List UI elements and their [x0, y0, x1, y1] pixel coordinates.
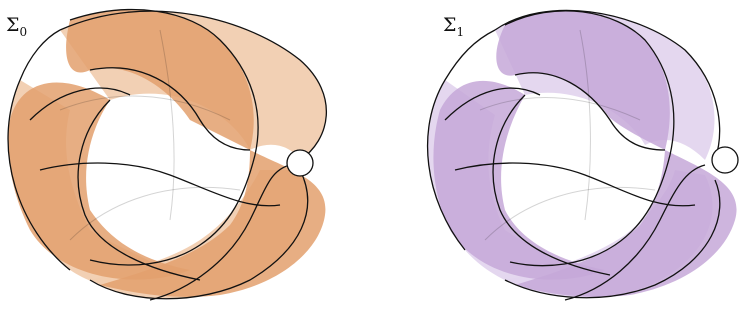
- band-dark: [496, 10, 670, 151]
- band-seam: [59, 95, 231, 121]
- band-dark: [433, 80, 605, 280]
- hole-marker: [711, 146, 739, 174]
- knot-strand: [427, 29, 496, 251]
- surface-label-sigma-1: Σ1: [443, 14, 464, 39]
- surface-panel-sigma-0: Σ0: [0, 0, 370, 320]
- knot-strand: [149, 164, 291, 301]
- knot-strand: [29, 87, 131, 121]
- knot-strand: [77, 99, 201, 281]
- band-dark: [515, 150, 737, 297]
- surface-symbol: Σ: [443, 14, 457, 36]
- band-dark: [100, 150, 326, 297]
- band-dark: [8, 82, 191, 280]
- band-seam: [159, 29, 175, 221]
- knot-strand: [454, 162, 696, 207]
- surface-subscript: 1: [456, 24, 465, 39]
- band-seam: [579, 29, 591, 221]
- surface-symbol: Σ: [6, 14, 20, 36]
- seifert-surface-drawing: [7, 9, 327, 301]
- surface-label-sigma-0: Σ0: [6, 14, 27, 39]
- knot-strand: [492, 94, 611, 276]
- knot-strand: [69, 9, 259, 266]
- knot-strand: [89, 169, 309, 300]
- knot-strand: [564, 164, 706, 301]
- knot-strand: [39, 162, 281, 207]
- seifert-surface-drawing: [427, 9, 739, 301]
- knot-strand: [514, 72, 666, 151]
- hole-marker: [286, 149, 314, 177]
- surface-panel-sigma-1: Σ1: [385, 0, 755, 320]
- band-seam: [69, 187, 241, 241]
- knot-strand: [59, 10, 327, 161]
- knot-strand: [89, 67, 251, 151]
- band-seam: [484, 187, 656, 241]
- knot-strand: [504, 10, 675, 267]
- knot-strand: [7, 29, 71, 271]
- band-seam: [479, 97, 641, 121]
- surface-subscript: 0: [19, 24, 28, 39]
- knot-strand: [504, 179, 721, 299]
- knot-strand: [444, 87, 541, 121]
